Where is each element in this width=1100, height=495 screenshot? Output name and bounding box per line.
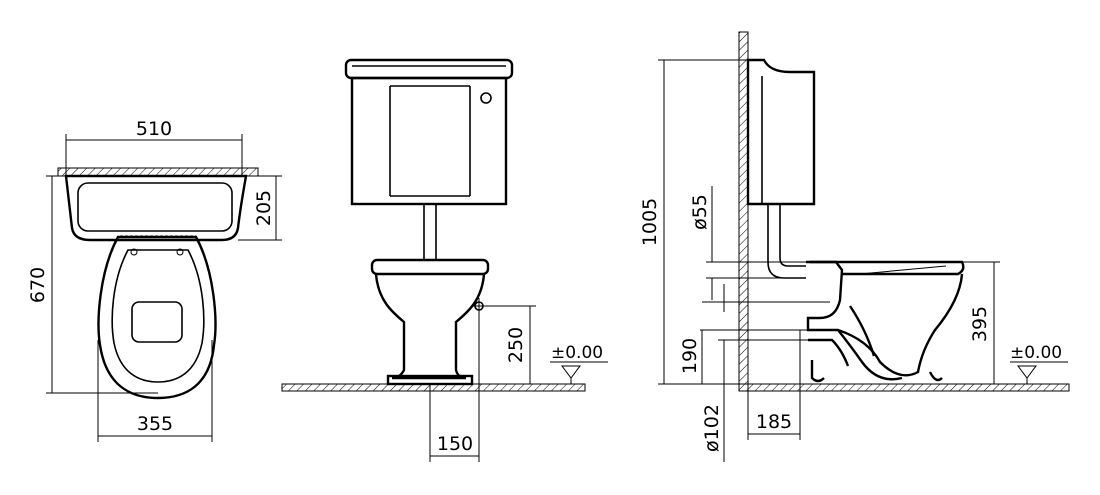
dim-top-cistern-depth: 205 (253, 190, 275, 226)
dim-side-total-height: 1005 (639, 198, 661, 246)
side-bowl-section (806, 260, 964, 377)
front-flush-pipe (423, 203, 437, 261)
top-hinge-left (130, 248, 138, 256)
top-bowl-outline (97, 235, 217, 400)
dim-front-outlet-offset: 150 (437, 433, 473, 455)
top-cistern-outline (64, 174, 248, 242)
dim-side-outlet-diameter: ø102 (701, 404, 723, 452)
side-cistern (746, 58, 816, 206)
dim-side-outlet-height: 190 (679, 338, 701, 374)
front-flush-button (480, 92, 492, 104)
side-floor (738, 383, 1070, 392)
dim-side-bowl-height: 395 (969, 306, 991, 342)
side-wall (738, 31, 749, 385)
front-cistern-body (350, 76, 508, 206)
dim-side-pipe-diameter: ø55 (689, 194, 711, 230)
front-bowl (374, 273, 486, 380)
dim-top-width: 510 (136, 118, 172, 140)
top-cistern-inner (77, 182, 233, 232)
top-view: 510 670 205 355 (27, 118, 282, 442)
front-seat (370, 258, 490, 276)
front-view: 250 ±0.00 150 (281, 58, 608, 462)
side-floor-level: ±0.00 (1010, 343, 1062, 363)
front-cistern-lid (344, 58, 514, 80)
front-floor-level: ±0.00 (551, 343, 603, 363)
side-view: 1005 ø55 190 ø102 185 395 ±0.00 (639, 31, 1070, 462)
dim-top-depth: 670 (27, 267, 49, 303)
dim-front-outlet-height: 250 (505, 327, 527, 363)
top-seat-lid (131, 301, 183, 343)
top-seat-outline (111, 249, 205, 383)
side-flush-pipe (767, 204, 806, 279)
dim-top-bowl-width: 355 (137, 413, 173, 435)
dim-side-outlet-distance: 185 (756, 411, 792, 433)
top-hinge-right (176, 248, 184, 256)
